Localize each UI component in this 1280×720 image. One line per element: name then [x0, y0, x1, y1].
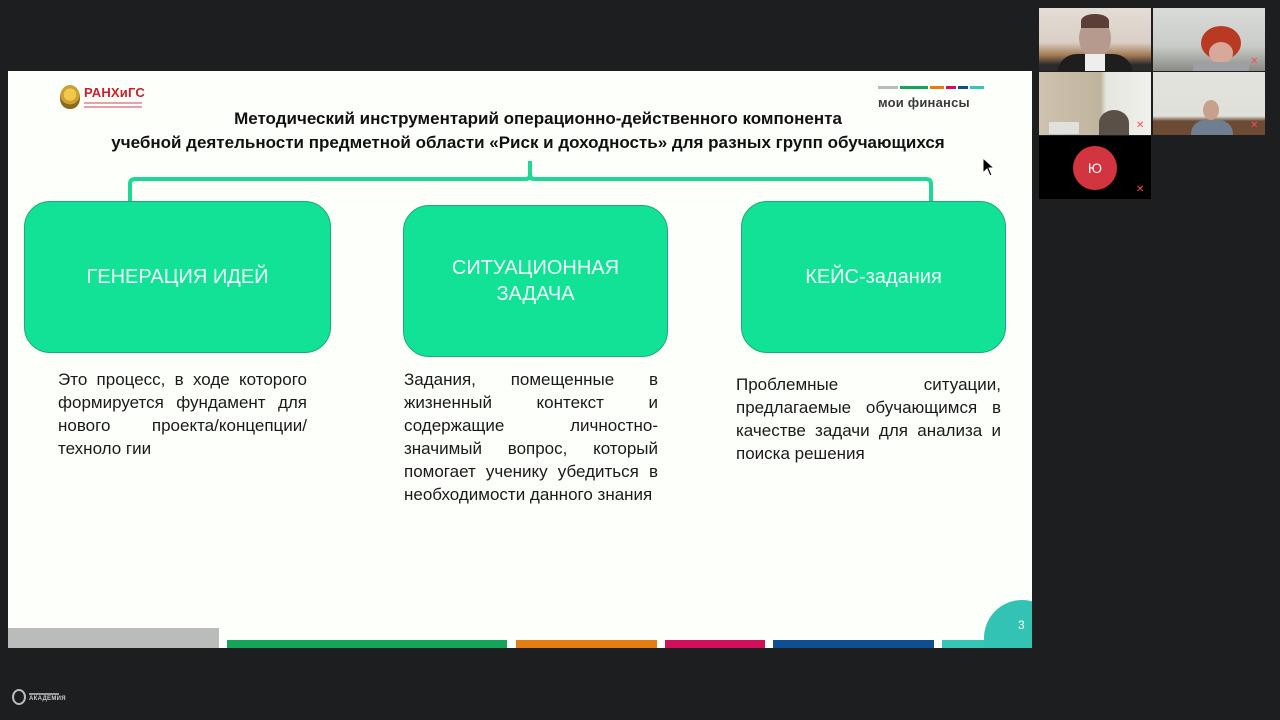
crest-icon	[12, 689, 26, 705]
slide-title: Методический инструментарий операционно-…	[28, 107, 1028, 155]
mouse-cursor-icon	[982, 157, 996, 177]
crest-icon	[60, 85, 80, 109]
mic-off-icon: ✕	[1136, 120, 1145, 131]
footer-color-bars	[8, 628, 1032, 648]
mic-off-icon: ✕	[1250, 56, 1259, 67]
situational-task-box: СИТУАЦИОННАЯ ЗАДАЧА	[403, 205, 668, 357]
case-tasks-description: Проблемные ситуации, предлагаемые обучаю…	[736, 375, 1001, 463]
slide-title-line-1: Методический инструментарий операционно-…	[234, 109, 842, 128]
academy-logo: АКАДЕМИЯ	[12, 689, 66, 705]
case-tasks-box: КЕЙС-задания	[741, 201, 1006, 353]
slide-title-line-2: учебной деятельности предметной области …	[111, 133, 945, 152]
connector-bracket	[128, 161, 933, 201]
presentation-slide: РАНХиГС мои финансы Методический инструм…	[8, 71, 1032, 648]
mic-off-icon: ✕	[1250, 120, 1259, 131]
case-tasks-label: КЕЙС-задания	[805, 266, 942, 288]
situational-task-label: СИТУАЦИОННАЯ ЗАДАЧА	[451, 257, 620, 305]
page-number-badge: 3	[984, 600, 1032, 648]
page-number: 3	[1018, 618, 1025, 632]
participant-tile[interactable]: Ю ✕	[1039, 136, 1151, 199]
participant-tile[interactable]	[1039, 8, 1151, 71]
academy-logo-text: АКАДЕМИЯ	[29, 695, 66, 702]
avatar: Ю	[1073, 146, 1117, 190]
idea-generation-box: ГЕНЕРАЦИЯ ИДЕЙ	[24, 201, 331, 353]
logo-stripes	[878, 86, 984, 89]
avatar-initial: Ю	[1087, 160, 1103, 176]
ranepa-logo-text: РАНХиГС	[84, 85, 145, 100]
moi-finansy-logo-text: мои финансы	[878, 95, 970, 110]
participant-tile[interactable]: ✕	[1153, 8, 1265, 71]
participant-tile[interactable]: ✕	[1153, 72, 1265, 135]
participant-tile[interactable]: ✕	[1039, 72, 1151, 135]
mic-off-icon: ✕	[1136, 184, 1145, 195]
idea-generation-label: ГЕНЕРАЦИЯ ИДЕЙ	[86, 266, 269, 288]
situational-task-description: Задания, помещенные в жизненный контекст…	[404, 370, 658, 504]
idea-generation-description: Это процесс, в ходе которого формируется…	[58, 370, 307, 458]
moi-finansy-logo: мои финансы	[878, 86, 984, 110]
ranepa-logo: РАНХиГС	[60, 85, 145, 109]
